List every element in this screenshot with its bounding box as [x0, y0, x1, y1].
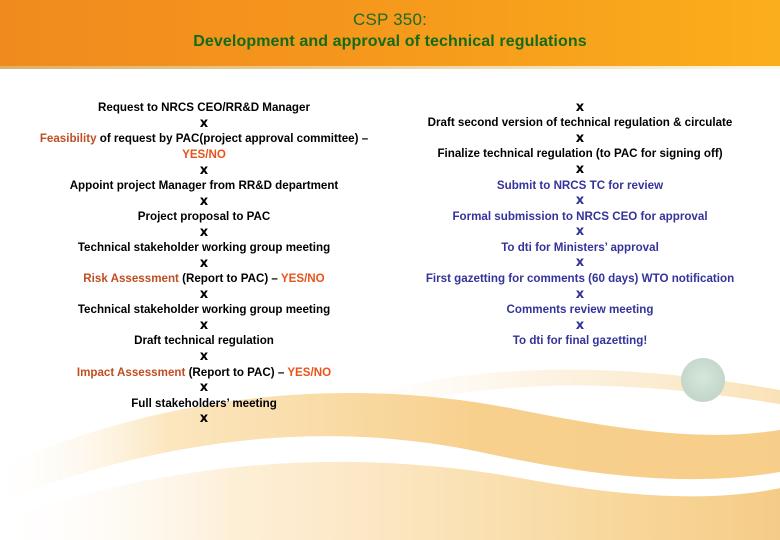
left-flow-step: Full stakeholders’ meeting	[18, 396, 390, 412]
step-text: Draft second version of technical regula…	[427, 116, 733, 130]
down-arrow-icon: х	[575, 224, 585, 240]
down-arrow-icon: х	[199, 287, 209, 302]
step-text: To dti for final gazetting!	[512, 333, 648, 347]
down-arrow-icon: х	[199, 349, 209, 365]
left-flow-step: Appoint project Manager from RR&D depart…	[18, 178, 390, 194]
header-underline-divider	[0, 66, 780, 69]
down-arrow-icon: х	[199, 115, 209, 131]
left-flow-step: Request to NRCS CEO/RR&D Manager	[18, 100, 390, 116]
right-flow-step: Comments review meeting	[396, 302, 764, 318]
right-flow-step: To dti for Ministers’ approval	[396, 240, 764, 256]
step-highlight-text: Risk Assessment	[83, 272, 179, 286]
header-banner	[0, 0, 780, 66]
step-text: Appoint project Manager from RR&D depart…	[69, 178, 339, 192]
page-title: CSP 350: Development and approval of tec…	[0, 9, 780, 52]
down-arrow-icon: х	[199, 193, 209, 209]
step-highlight-text: YES/NO	[182, 147, 226, 161]
step-text: Full stakeholders’ meeting	[131, 396, 277, 410]
left-flow-step: Impact Assessment (Report to PAC) – YES/…	[18, 365, 390, 381]
right-flow-step: Finalize technical regulation (to PAC fo…	[396, 146, 764, 162]
left-flow-step: Risk Assessment (Report to PAC) – YES/NO	[18, 271, 390, 287]
down-arrow-icon: х	[575, 317, 585, 333]
step-text: Technical stakeholder working group meet…	[77, 241, 331, 255]
step-text: of request by PAC(project approval commi…	[96, 132, 369, 146]
down-arrow-icon: х	[575, 162, 585, 178]
step-text: Finalize technical regulation (to PAC fo…	[437, 147, 723, 161]
down-arrow-icon: х	[199, 162, 209, 178]
title-line-1: CSP 350:	[352, 10, 428, 29]
step-text: (Report to PAC) –	[178, 272, 281, 286]
step-text: Comments review meeting	[506, 302, 654, 316]
right-flow-step: Formal submission to NRCS CEO for approv…	[396, 209, 764, 225]
right-flow-step: Draft second version of technical regula…	[396, 115, 764, 131]
right-flow-step: To dti for final gazetting!	[396, 333, 764, 349]
down-arrow-icon: х	[575, 193, 585, 209]
down-arrow-icon: х	[575, 100, 585, 115]
step-text: Draft technical regulation	[134, 334, 274, 348]
step-text: (Report to PAC) –	[185, 365, 288, 379]
step-text: To dti for Ministers’ approval	[501, 240, 659, 254]
left-flow-step: Technical stakeholder working group meet…	[18, 302, 390, 318]
step-highlight-text: Feasibility	[39, 132, 97, 146]
step-text: Formal submission to NRCS CEO for approv…	[452, 209, 708, 223]
decorative-circle	[681, 358, 725, 402]
step-text: First gazetting for comments (60 days) W…	[425, 271, 735, 285]
down-arrow-icon: х	[199, 380, 209, 396]
step-text: Project proposal to PAC	[137, 210, 271, 224]
left-flow-step: Feasibility of request by PAC(project ap…	[18, 131, 390, 163]
step-highlight-text: YES/NO	[287, 365, 332, 379]
step-highlight-text: YES/NO	[280, 272, 325, 286]
right-flow-step: Submit to NRCS TC for review	[396, 178, 764, 194]
step-highlight-text: Impact Assessment	[76, 365, 186, 379]
left-flow-step: Project proposal to PAC	[18, 209, 390, 225]
title-line-2: Development and approval of technical re…	[193, 33, 587, 51]
step-text: Request to NRCS CEO/RR&D Manager	[98, 101, 310, 114]
down-arrow-icon: х	[199, 255, 209, 271]
down-arrow-icon: х	[199, 318, 209, 334]
down-arrow-icon: х	[199, 411, 209, 427]
down-arrow-icon: х	[199, 224, 209, 240]
step-text: Technical stakeholder working group meet…	[77, 303, 331, 317]
left-flow-step: Draft technical regulation	[18, 333, 390, 349]
left-flow-step: Technical stakeholder working group meet…	[18, 240, 390, 256]
right-flow-step: First gazetting for comments (60 days) W…	[396, 271, 764, 287]
down-arrow-icon: х	[575, 286, 585, 302]
step-text: Submit to NRCS TC for review	[496, 178, 664, 192]
down-arrow-icon: х	[575, 255, 585, 271]
down-arrow-icon: х	[575, 131, 585, 147]
